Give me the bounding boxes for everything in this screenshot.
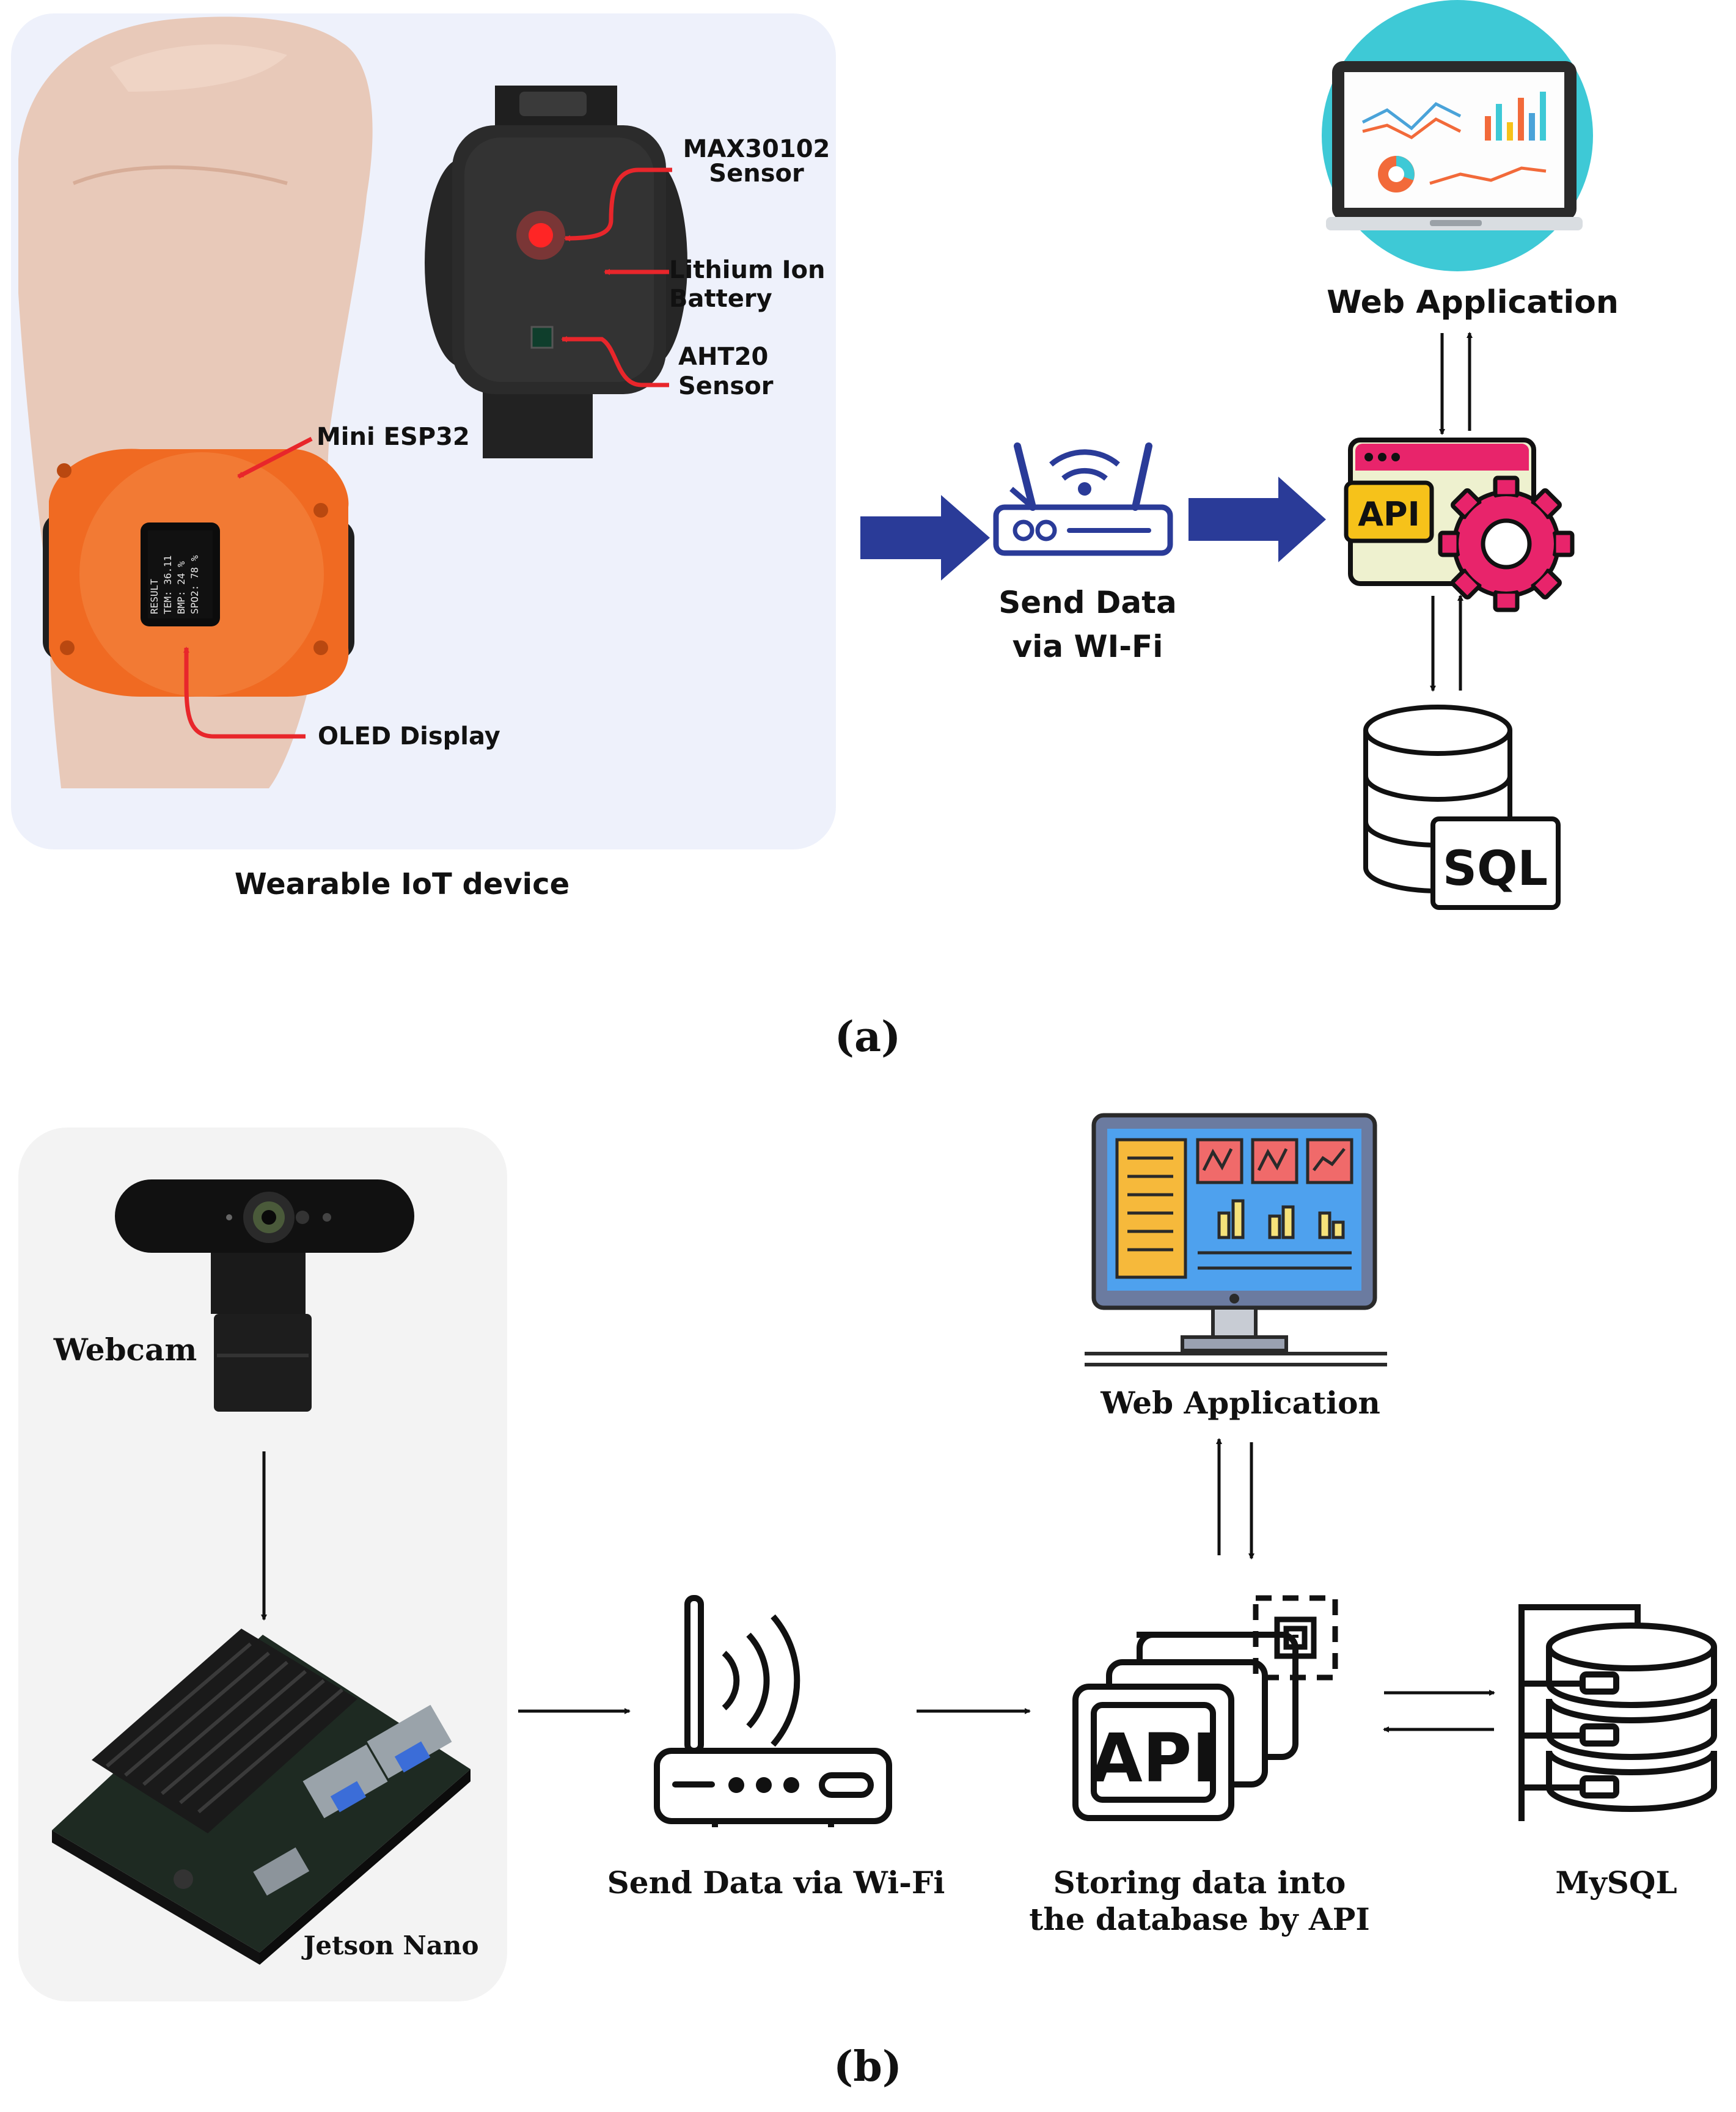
api-server-icon: API — [1344, 438, 1575, 612]
mysql-database-icon — [1518, 1604, 1717, 1821]
jetson-nano-label: Jetson Nano — [301, 1931, 479, 1960]
webcam-label: Webcam — [53, 1332, 197, 1368]
label-max30102-line1: MAX30102 — [683, 135, 830, 163]
oled-line-2: TEM: 36.11 — [162, 556, 174, 614]
api-badge-a: API — [1358, 495, 1419, 534]
label-oled-display: OLED Display — [318, 722, 500, 750]
jetson-nano-photo — [52, 1629, 471, 1965]
label-battery-line2: Battery — [669, 285, 772, 313]
panel-a: RESULT TEM: 36.11 BMP: 24 % SPO2: 78 % M… — [11, 0, 1619, 1062]
send-data-wifi-label-b: Send Data via Wi-Fi — [607, 1865, 945, 1901]
router-status-leds — [728, 1777, 799, 1793]
label-max30102-line2: Sensor — [709, 160, 804, 188]
label-aht20-line2: Sensor — [678, 372, 774, 400]
annotation-arrows — [183, 167, 672, 739]
wifi-router-outline-icon — [654, 1595, 892, 1827]
web-app-monitor-icon — [1085, 1113, 1387, 1366]
device-front-view: RESULT TEM: 36.11 BMP: 24 % SPO2: 78 % — [43, 449, 354, 697]
max30102-sensor-led — [529, 223, 553, 248]
label-battery-line1: Lithium Ion — [669, 256, 825, 284]
api-label-line1-b: Storing data into — [1053, 1865, 1346, 1901]
wearable-device-caption: Wearable IoT device — [235, 867, 570, 901]
sql-badge: SQL — [1443, 842, 1548, 897]
oled-line-4: SPO2: 78 % — [189, 555, 200, 614]
oled-line-3: BMP: 24 % — [175, 561, 187, 614]
web-application-label-b: Web Application — [1100, 1385, 1380, 1421]
arrow-device-to-router — [860, 495, 990, 581]
aht20-sensor-chip — [530, 326, 554, 349]
api-label-line2-b: the database by API — [1029, 1901, 1369, 1937]
caption-a: (a) — [835, 1013, 901, 1062]
label-aht20-line1: AHT20 — [678, 343, 768, 371]
webcam-photo — [115, 1179, 414, 1412]
gear-icon — [1438, 475, 1575, 612]
wifi-label-line2: via WI-Fi — [1013, 629, 1163, 664]
label-mini-esp32: Mini ESP32 — [317, 423, 470, 451]
panel-b: Webcam Jetson Nano — [18, 1113, 1717, 2091]
web-application-label-a: Web Application — [1327, 284, 1619, 321]
wifi-router-icon — [993, 442, 1173, 556]
arrow-router-to-api — [1188, 477, 1326, 562]
caption-b: (b) — [833, 2042, 902, 2091]
chip-selection-icon — [1253, 1595, 1338, 1681]
web-app-laptop-icon — [1322, 0, 1593, 271]
oled-line-1: RESULT — [148, 579, 160, 614]
sql-database-icon — [1363, 705, 1561, 910]
wifi-label-line1: Send Data — [998, 585, 1177, 620]
oled-screen-text: RESULT TEM: 36.11 BMP: 24 % SPO2: 78 % — [148, 555, 200, 614]
api-text-b: API — [1091, 1719, 1217, 1797]
mysql-label: MySQL — [1555, 1865, 1677, 1901]
